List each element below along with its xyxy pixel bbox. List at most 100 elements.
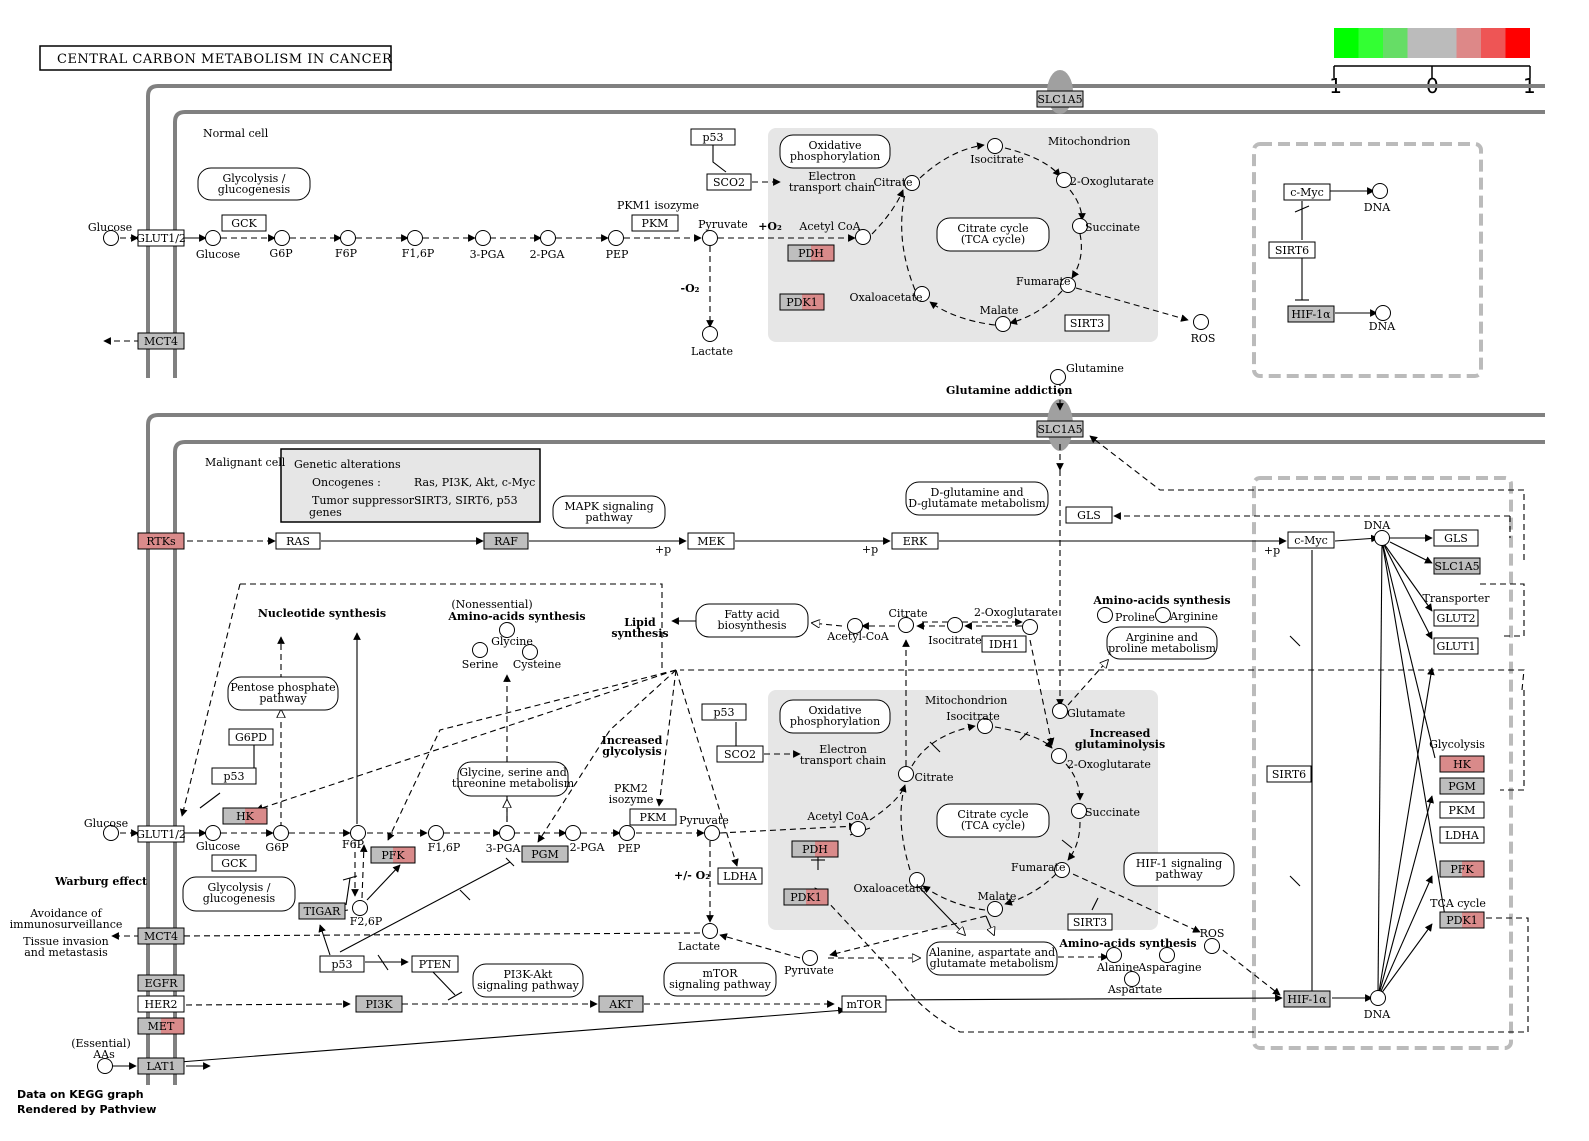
gene-mtor[interactable]: mTOR [841,995,887,1013]
gene-sirt3-m[interactable]: SIRT3 [1067,913,1113,931]
compound-oxoglut-c-node[interactable] [1022,619,1038,635]
compound-pyruvate-m2-node[interactable] [802,950,818,966]
compound-succinate-n-node[interactable] [1072,218,1088,234]
compound-citrate-m-node[interactable] [898,766,914,782]
gene-gls-r[interactable]: GLS [1433,529,1479,547]
gene-sirt3-n[interactable]: SIRT3 [1064,314,1110,332]
gene-hif1a-r[interactable]: HIF-1α [1287,305,1335,323]
compound-dna-m1-node[interactable] [1374,530,1390,546]
gene-pdk1-m[interactable]: PDK1 [783,888,829,906]
compound-glycine-node[interactable] [499,622,515,638]
compound-pyruvate-m-node[interactable] [704,825,720,841]
compound-glucose-out-m-node[interactable] [103,825,119,841]
gene-ldha-m[interactable]: LDHA [717,867,763,885]
compound-succinate-m-node[interactable] [1071,803,1087,819]
gene-gck-n[interactable]: GCK [221,214,267,232]
gene-glut-n[interactable]: GLUT1/2 [136,229,186,247]
gene-p53-m[interactable]: p53 [701,703,747,721]
compound-f26p-m-node[interactable] [352,900,368,916]
gene-pfk-r[interactable]: PFK [1439,860,1485,878]
compound-f16p-m-node[interactable] [428,825,444,841]
gene-akt[interactable]: AKT [598,995,644,1013]
gene-mct4-n[interactable]: MCT4 [137,332,185,350]
gene-rtks[interactable]: RTKs [137,532,185,550]
compound-isocitrate-n-node[interactable] [987,138,1003,154]
gene-pgm-r[interactable]: PGM [1439,777,1485,795]
compound-acetylcoa-m-node[interactable] [850,821,866,837]
gene-gls-m[interactable]: GLS [1065,506,1113,524]
gene-glut2-r[interactable]: GLUT2 [1433,609,1479,627]
compound-fumarate-n-node[interactable] [1060,277,1076,293]
gene-pfk-m[interactable]: PFK [370,846,416,864]
gene-erk[interactable]: ERK [891,532,939,550]
compound-oxoglut-n-node[interactable] [1056,172,1072,188]
compound-pep-n-node[interactable] [608,230,624,246]
gene-idh1[interactable]: IDH1 [981,635,1027,653]
gene-slc1a5-mid[interactable]: SLC1A5 [1036,420,1084,438]
gene-cmyc-m[interactable]: c-Myc [1287,531,1335,549]
compound-alanine-node[interactable] [1106,947,1122,963]
gene-her2[interactable]: HER2 [137,995,185,1013]
gene-hk-m[interactable]: HK [222,807,268,825]
gene-met[interactable]: MET [137,1017,185,1035]
compound-serine-node[interactable] [472,642,488,658]
gene-hk-r[interactable]: HK [1439,755,1485,773]
compound-oxoglut-m-node[interactable] [1051,748,1067,764]
compound-arginine-node[interactable] [1155,607,1171,623]
compound-pep-m-node[interactable] [619,825,635,841]
compound-g6p-m-node[interactable] [273,825,289,841]
compound-pyruvate-n-node[interactable] [702,230,718,246]
compound-proline-node[interactable] [1097,607,1113,623]
gene-sirt6-r[interactable]: SIRT6 [1268,241,1316,259]
gene-pi3k[interactable]: PI3K [355,995,403,1013]
gene-pdk1-r[interactable]: PDK1 [1439,911,1485,929]
compound-isocitrate-m-node[interactable] [977,718,993,734]
compound-oxaloacetate-n-node[interactable] [914,286,930,302]
gene-pgm-m[interactable]: PGM [521,845,569,863]
gene-pdk1-n[interactable]: PDK1 [779,293,825,311]
pathway-map-tca-m[interactable]: Citrate cycle(TCA cycle) [936,803,1050,838]
pathway-map-tca-n[interactable]: Citrate cycle(TCA cycle) [936,217,1050,252]
pathway-map-glycolysis-n[interactable]: Glycolysis /glucogenesis [197,167,311,201]
compound-glutamine-node[interactable] [1050,369,1066,385]
gene-glut1-r[interactable]: GLUT1 [1433,637,1479,655]
gene-hif1a-m[interactable]: HIF-1α [1283,990,1331,1008]
gene-cmyc-r[interactable]: c-Myc [1283,183,1331,201]
compound-g6p-n-node[interactable] [274,230,290,246]
gene-slc1a5-r[interactable]: SLC1A5 [1433,557,1481,575]
gene-ras[interactable]: RAS [275,532,321,550]
compound-citrate-c-node[interactable] [898,617,914,633]
compound-cysteine-node[interactable] [522,644,538,660]
pathway-map-glycolysis-m[interactable]: Glycolysis /glucogenesis [182,876,296,912]
compound-f6p-n-node[interactable] [340,230,356,246]
gene-egfr[interactable]: EGFR [137,974,185,992]
compound-pga2-n-node[interactable] [540,230,556,246]
compound-f16p-n-node[interactable] [407,230,423,246]
compound-aspartate-node[interactable] [1124,971,1140,987]
gene-pkm-m[interactable]: PKM [629,808,677,826]
gene-mct4-m[interactable]: MCT4 [137,927,185,945]
gene-pkm-n[interactable]: PKM [631,214,679,232]
compound-f6p-m-node[interactable] [350,825,366,841]
compound-pga2-m-node[interactable] [565,825,581,841]
gene-slc1a5-top[interactable]: SLC1A5 [1036,90,1084,108]
gene-pkm-r[interactable]: PKM [1439,801,1485,819]
compound-oxaloacetate-m-node[interactable] [909,872,925,888]
compound-glucose-out-n-node[interactable] [103,230,119,246]
gene-raf[interactable]: RAF [483,532,529,550]
gene-sirt6-m[interactable]: SIRT6 [1266,765,1312,783]
compound-acetylcoa-c-node[interactable] [847,618,863,634]
gene-sco2-n[interactable]: SCO2 [706,173,752,191]
compound-fumarate-m-node[interactable] [1054,862,1070,878]
compound-dna-r1-node[interactable] [1372,183,1388,199]
